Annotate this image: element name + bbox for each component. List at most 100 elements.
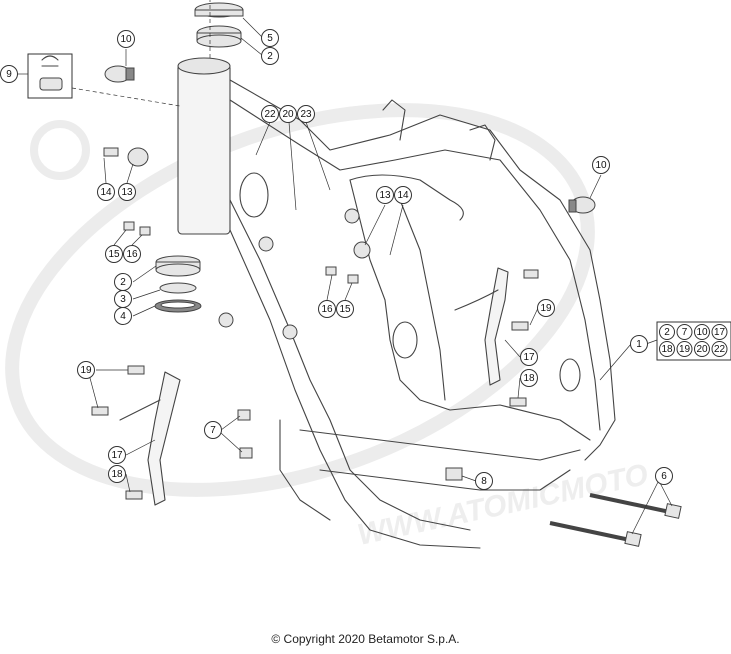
callout-circle: [123, 245, 141, 263]
callout-circle: [537, 299, 555, 317]
callout-label: 17: [111, 450, 123, 461]
callout-c14b: 14: [394, 186, 412, 204]
frame-body: [229, 79, 616, 549]
kit-item-label: 18: [661, 344, 673, 355]
callout-label: 2: [267, 51, 273, 62]
callout-c15b: 15: [336, 300, 354, 318]
kit-item-label: 7: [682, 327, 688, 338]
callout-label: 10: [120, 34, 132, 45]
callout-label: 14: [100, 187, 112, 198]
callout-circle: [655, 467, 673, 485]
kit-item-label: 17: [714, 327, 726, 338]
kit-item-circle: [676, 324, 693, 340]
callout-circle: [97, 183, 115, 201]
callout-circle: [376, 186, 394, 204]
callout-label: 7: [210, 425, 216, 436]
callout-label: 8: [481, 476, 487, 487]
kit-item: 18: [659, 341, 675, 357]
callout-circle: [475, 472, 493, 490]
callout-label: 18: [111, 469, 123, 480]
callout-c9: 9: [0, 65, 18, 83]
callout-c13a: 13: [118, 183, 136, 201]
watermark: WWW.ATOMICMOTO: [5, 103, 651, 552]
callout-label: 17: [523, 352, 535, 363]
callout-c16a: 16: [123, 245, 141, 263]
kit-item: 2: [659, 324, 675, 340]
kit-item: 17: [711, 324, 728, 340]
kit-item: 10: [694, 324, 710, 340]
callout-label: 16: [321, 304, 333, 315]
bearing-parts-top: [194, 2, 244, 48]
callout-label: 20: [282, 109, 294, 120]
kit-item-circle: [694, 341, 710, 357]
kit-item-circle: [694, 324, 710, 340]
callout-c15a: 15: [105, 245, 123, 263]
callout-label: 18: [523, 373, 535, 384]
kit-item: 20: [694, 341, 710, 357]
callout-circle: [520, 348, 538, 366]
callout-label: 23: [300, 109, 312, 120]
callout-circle: [77, 361, 95, 379]
callout-label: 3: [120, 294, 126, 305]
callout-c3: 3: [114, 290, 132, 308]
callout-c5: 5: [261, 29, 279, 47]
kit-item-circle: [659, 341, 675, 357]
callout-c6: 6: [655, 467, 673, 485]
callout-c20: 20: [279, 105, 297, 123]
callout-circle: [630, 335, 648, 353]
kit-item-circle: [659, 324, 675, 340]
callout-c8: 8: [475, 472, 493, 490]
copyright-notice: © Copyright 2020 Betamotor S.p.A.: [271, 632, 460, 646]
callout-circle: [261, 29, 279, 47]
fasteners: [91, 147, 539, 500]
kit-item-label: 22: [714, 344, 726, 355]
callout-label: 10: [595, 160, 607, 171]
leader-lines: [16, 17, 673, 535]
callout-label: 5: [267, 33, 273, 44]
callout-label: 1: [636, 339, 642, 350]
cable-clamps: [104, 65, 596, 214]
callout-circle: [261, 47, 279, 65]
callout-label: 15: [339, 304, 351, 315]
callout-circle: [520, 369, 538, 387]
callout-circle: [279, 105, 297, 123]
callout-c4: 4: [114, 307, 132, 325]
bearing-parts-bottom: [154, 255, 202, 313]
callout-circle: [108, 465, 126, 483]
callout-c2a: 2: [261, 47, 279, 65]
callout-c10b: 10: [592, 156, 610, 174]
callout-circle: [394, 186, 412, 204]
callout-c19a: 19: [537, 299, 555, 317]
callout-circle: [117, 30, 135, 48]
callout-circle: [297, 105, 315, 123]
kit-item-circle: [676, 341, 693, 357]
kit-item-label: 2: [664, 327, 670, 338]
callout-circle: [105, 245, 123, 263]
callout-c7: 7: [204, 421, 222, 439]
callout-c13b: 13: [376, 186, 394, 204]
kit-item: 22: [711, 341, 728, 357]
callout-c19b: 19: [77, 361, 95, 379]
rubber-plug: [27, 53, 181, 107]
callout-c18b: 18: [108, 465, 126, 483]
callout-c17a: 17: [520, 348, 538, 366]
callout-label: 19: [80, 365, 92, 376]
callout-label: 9: [6, 69, 12, 80]
callout-label: 19: [540, 303, 552, 314]
kit-item-label: 10: [696, 327, 708, 338]
callout-circle: [336, 300, 354, 318]
callout-c16b: 16: [318, 300, 336, 318]
callout-c18a: 18: [520, 369, 538, 387]
callout-label: 6: [661, 471, 667, 482]
callout-label: 14: [397, 190, 409, 201]
kit-item: 7: [676, 324, 693, 340]
callout-circle: [261, 105, 279, 123]
brackets: [119, 267, 509, 506]
callout-label: 2: [120, 277, 126, 288]
kit-item-label: 20: [696, 344, 708, 355]
callout-label: 16: [126, 249, 138, 260]
callout-circle: [592, 156, 610, 174]
callout-c14a: 14: [97, 183, 115, 201]
